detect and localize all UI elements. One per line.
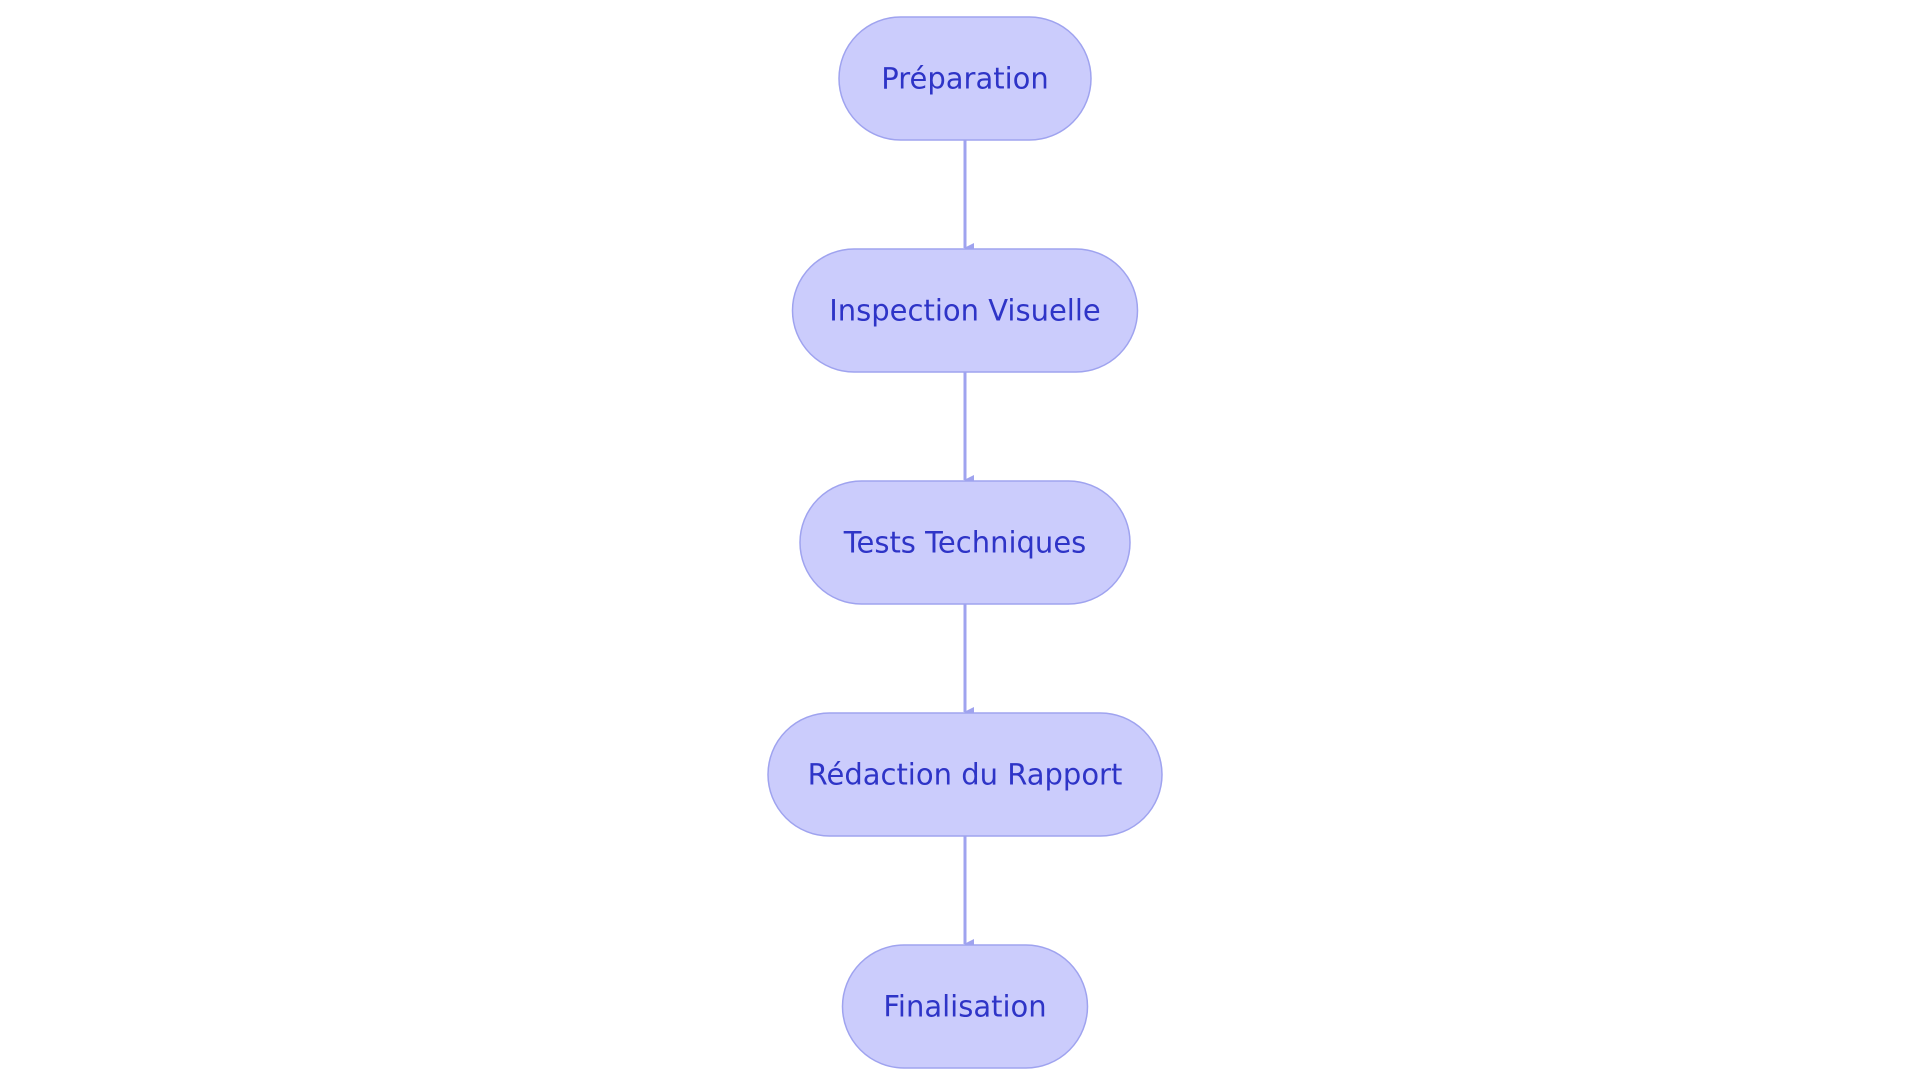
- node-label-finalisation: Finalisation: [883, 990, 1046, 1024]
- node-tests: Tests Techniques: [799, 480, 1131, 605]
- node-label-preparation: Préparation: [881, 62, 1049, 96]
- node-shape-finalisation: [841, 944, 1089, 1069]
- node-shape-tests: [799, 480, 1131, 605]
- node-shape-inspection: [791, 248, 1139, 373]
- node-inspection: Inspection Visuelle: [791, 248, 1139, 373]
- node-finalisation: Finalisation: [841, 944, 1089, 1069]
- node-label-tests: Tests Techniques: [843, 526, 1087, 560]
- node-shape-redaction: [767, 712, 1163, 837]
- node-shape-preparation: [838, 16, 1092, 141]
- node-preparation: Préparation: [838, 16, 1092, 141]
- node-label-inspection: Inspection Visuelle: [829, 294, 1101, 328]
- node-redaction: Rédaction du Rapport: [767, 712, 1163, 837]
- node-label-redaction: Rédaction du Rapport: [808, 758, 1123, 792]
